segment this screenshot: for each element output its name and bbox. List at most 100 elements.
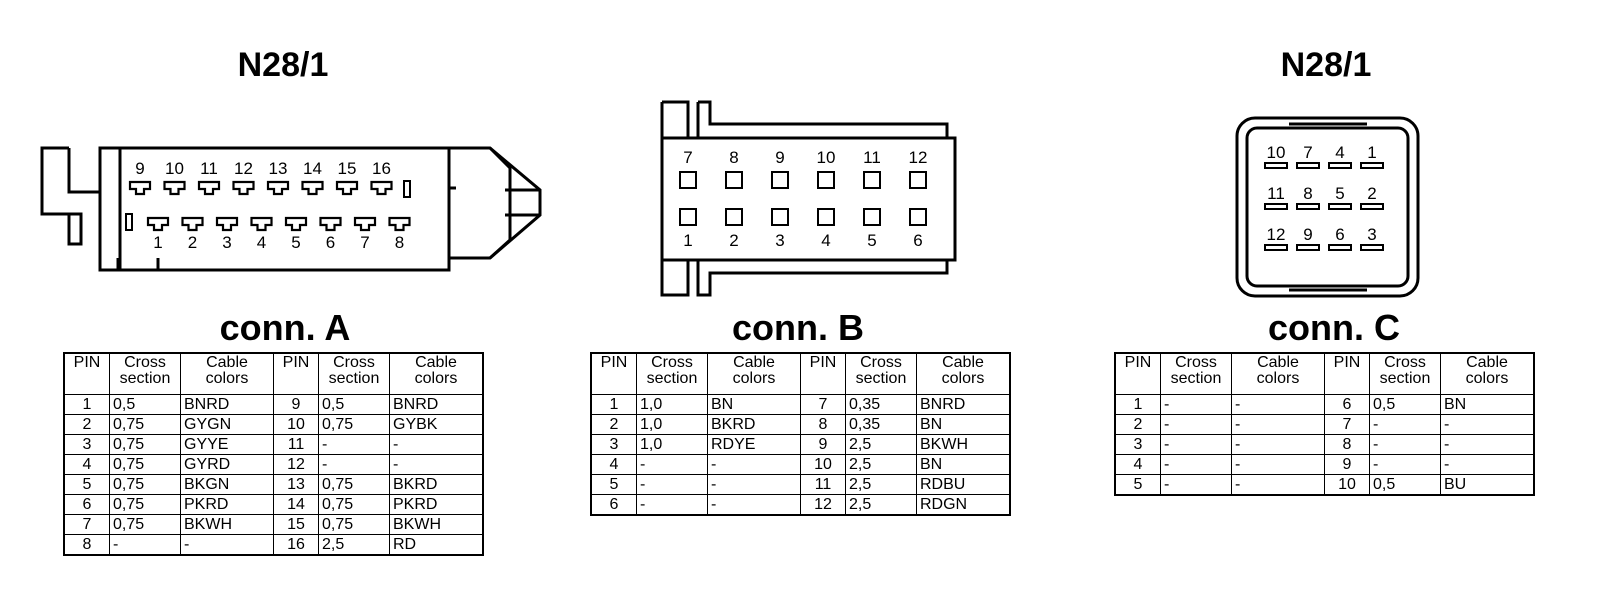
table-cell: RD [389, 534, 484, 556]
table-cell: RDBU [916, 474, 1011, 495]
table-cell: 11 [273, 434, 319, 455]
pin-contact [1328, 162, 1352, 169]
pin-contact [250, 216, 273, 232]
table-cell: 8 [1324, 434, 1370, 455]
table-cell: 0,75 [109, 454, 181, 475]
pin-label: 10 [165, 159, 184, 178]
table-cell: GYGN [180, 414, 274, 435]
pin-label: 11 [1267, 184, 1285, 203]
pin-contact [725, 171, 743, 189]
pin-contact [771, 171, 789, 189]
pin-contact [1296, 203, 1320, 210]
pin-label: 3 [775, 231, 784, 250]
table-cell: 1 [63, 394, 110, 415]
table-cell: - [389, 454, 484, 475]
pin-label: 2 [729, 231, 738, 250]
table-cell: 8 [63, 534, 110, 556]
pin-label: 10 [817, 148, 836, 167]
table-cell: 0,75 [109, 474, 181, 495]
pin-label: 7 [683, 148, 692, 167]
pin-label: 4 [257, 233, 266, 252]
table-cell: 0,5 [318, 394, 390, 415]
column-header: Cable colors [180, 352, 274, 395]
pin-contact [232, 180, 255, 196]
table-cell: - [1231, 474, 1325, 496]
pin-label: 14 [303, 159, 322, 178]
table-cell: - [1440, 414, 1535, 435]
table-cell: - [1160, 454, 1232, 475]
pin-label: 6 [913, 231, 922, 250]
table-cell: BKRD [389, 474, 484, 495]
pin-contact [1264, 244, 1288, 251]
table-cell: 11 [800, 474, 846, 495]
pin-label: 9 [1303, 225, 1312, 244]
pin-label: 9 [775, 148, 784, 167]
table-row: 2--7-- [1114, 414, 1535, 435]
column-header: Cable colors [389, 352, 484, 395]
pin-contact [909, 208, 927, 226]
table-cell: BN [1440, 394, 1535, 415]
table-cell: 7 [1324, 414, 1370, 435]
pin-contact [725, 208, 743, 226]
pin-contact [319, 216, 342, 232]
table-cell: - [1440, 434, 1535, 455]
table-cell: - [1369, 434, 1441, 455]
table-cell: 0,5 [1369, 474, 1441, 496]
table-cell: 0,75 [109, 434, 181, 455]
table-cell: - [318, 434, 390, 455]
column-header: Cable colors [707, 352, 801, 395]
table-cell: 0,35 [845, 394, 917, 415]
table-cell: - [707, 494, 801, 516]
table-cell: - [109, 534, 181, 556]
table-cell: 2,5 [845, 454, 917, 475]
table-cell: - [180, 534, 274, 556]
pin-label: 5 [867, 231, 876, 250]
table-cell: 6 [63, 494, 110, 515]
pin-label: 7 [360, 233, 369, 252]
pin-contact [1264, 162, 1288, 169]
pin-label: 1 [153, 233, 162, 252]
pin-contact [1296, 162, 1320, 169]
column-header: PIN [63, 352, 110, 395]
table-cell: 0,75 [318, 474, 390, 495]
pin-contact [817, 208, 835, 226]
column-header: PIN [800, 352, 846, 395]
pin-contact [146, 216, 170, 232]
column-header: PIN [1114, 352, 1161, 395]
table-cell: 0,5 [1369, 394, 1441, 415]
table-cell: - [707, 474, 801, 495]
table-cell: 2 [1114, 414, 1161, 435]
table-cell: - [1440, 454, 1535, 475]
pin-label: 3 [222, 233, 231, 252]
pin-label: 13 [269, 159, 288, 178]
pin-contact [370, 180, 393, 196]
table-cell: - [389, 434, 484, 455]
column-header: Cable colors [916, 352, 1011, 395]
table-cell: 0,75 [109, 414, 181, 435]
pin-label: 2 [1367, 184, 1376, 203]
table-cell: GYRD [180, 454, 274, 475]
connector-c-label: conn. C [1268, 307, 1400, 348]
table-cell: 4 [63, 454, 110, 475]
table-cell: 10 [1324, 474, 1370, 496]
pin-contact [284, 216, 308, 232]
table-cell: BN [916, 454, 1011, 475]
table-cell: - [707, 454, 801, 475]
pin-label: 5 [1335, 184, 1344, 203]
table-cell: 4 [1114, 454, 1161, 475]
table-cell: 10 [800, 454, 846, 475]
table-cell: 0,75 [318, 494, 390, 515]
table-cell: 1,0 [636, 414, 708, 435]
pin-label: 8 [729, 148, 738, 167]
